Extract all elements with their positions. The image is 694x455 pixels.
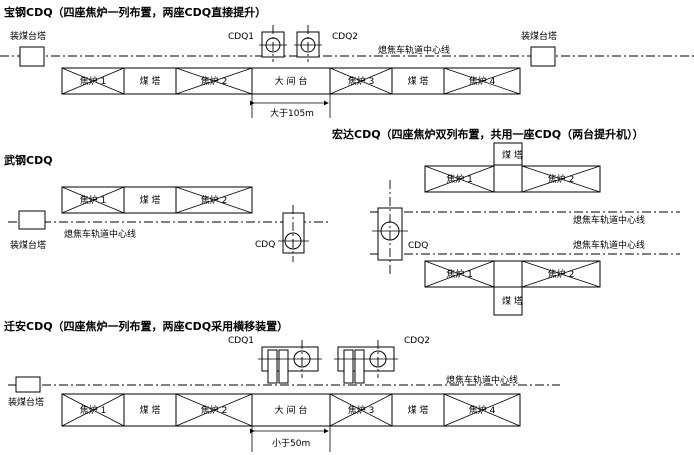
- row4-label-3: 大 间 台: [275, 404, 308, 416]
- row4-cross-2-1: [175, 393, 253, 427]
- row4-cross-4-1: [329, 393, 393, 427]
- battery-row-2: 焦炉 1 煤 塔 焦炉 2: [61, 186, 253, 214]
- centerline-3b-label: 熄焦车轨道中心线: [573, 239, 645, 251]
- centerline-label-4: 熄焦车轨道中心线: [446, 374, 518, 386]
- row3top-cross-0-1: [424, 165, 495, 193]
- cdq-label-2: CDQ: [255, 240, 275, 250]
- battery-row-3-top: 焦炉 1 焦炉 2: [424, 164, 601, 193]
- row4-cross-0-1: [61, 393, 125, 427]
- row3top-cross-1-1: [521, 165, 601, 193]
- top-coal-tower-body: [493, 164, 523, 193]
- row1-label-2: 焦炉 2: [201, 75, 228, 87]
- bottom-coal-tower-label: 煤 塔: [502, 295, 523, 307]
- dim-4-label: 小于50m: [272, 438, 310, 449]
- row1-cell-3: [251, 67, 331, 95]
- section-4-title: 迁安CDQ（四座焦炉一列布置，两座CDQ采用横移装置）: [4, 319, 288, 333]
- section-qian-an: 迁安CDQ（四座焦炉一列布置，两座CDQ采用横移装置） 熄焦车轨道中心线 装煤台…: [4, 319, 560, 452]
- row1-cross-6-1: [443, 67, 521, 95]
- row4-label-4: 焦炉 3: [348, 404, 375, 416]
- loading-tower-4-label: 装煤台塔: [8, 396, 44, 408]
- row3bot-label-1: 焦炉 2: [548, 268, 575, 280]
- loading-tower-2-label: 装煤台塔: [10, 239, 46, 251]
- centerline-label-1: 熄焦车轨道中心线: [378, 44, 450, 56]
- row3bot-cross-1-1: [521, 260, 601, 288]
- cdq2-label: CDQ2: [332, 32, 358, 42]
- loading-tower-left-label: 装煤台塔: [10, 30, 46, 42]
- row1-label-6: 焦炉 4: [469, 75, 496, 87]
- cdq-label-3: CDQ: [408, 241, 428, 251]
- section-2-title: 武钢CDQ: [4, 153, 53, 167]
- section-wisco: 武钢CDQ 焦炉 1 煤 塔 焦炉 2 熄焦车轨道中心线 装煤台塔 CDQ: [4, 153, 330, 262]
- battery-row-3-bottom: 焦炉 1 焦炉 2: [424, 260, 601, 288]
- row1-cross-4-1: [329, 67, 393, 95]
- bottom-coal-tower-body: [493, 260, 523, 288]
- cdq1-shift-car-a: [267, 349, 278, 384]
- cdq2-shift-car-b: [354, 349, 365, 384]
- row2-cross-2-1: [175, 186, 253, 214]
- section-1-title: 宝钢CDQ（四座焦炉一列布置，两座CDQ直接提升）: [4, 5, 266, 19]
- row3bot-cross-0-1: [424, 260, 495, 288]
- row2-label-2: 焦炉 2: [201, 194, 228, 206]
- section-3-title: 宏达CDQ（四座焦炉双列布置，共用一座CDQ（两台提升机））: [332, 127, 644, 141]
- row3bot-label-0: 焦炉 1: [446, 268, 473, 280]
- row2-label-1: 煤 塔: [140, 194, 161, 206]
- row2-label-0: 焦炉 1: [80, 194, 107, 206]
- cdq1-label: CDQ1: [228, 32, 254, 42]
- row4-label-5: 煤 塔: [408, 404, 429, 416]
- loading-tower-right: [530, 46, 556, 67]
- row3top-label-0: 焦炉 1: [446, 173, 473, 185]
- row1-cross-2-1: [175, 67, 253, 95]
- row1-label-4: 焦炉 3: [348, 75, 375, 87]
- row4-label-6: 焦炉 4: [469, 404, 496, 416]
- row1-label-1: 煤 塔: [140, 75, 161, 87]
- row1-cell-1: [123, 67, 177, 95]
- cdq1-shift-car-b: [278, 349, 289, 384]
- battery-row-1: 焦炉 1 煤 塔 焦炉 2 大 间 台 焦炉 3 煤 塔 焦炉 4: [61, 67, 521, 95]
- row2-cross-0-1: [61, 186, 125, 214]
- row4-label-1: 煤 塔: [140, 404, 161, 416]
- row4-cross-6-1: [443, 393, 521, 427]
- row4-cell-1: [123, 393, 177, 427]
- section-baosteel: 宝钢CDQ（四座焦炉一列布置，两座CDQ直接提升） 熄焦车轨道中心线 装煤台塔 …: [0, 5, 694, 119]
- top-coal-tower-label: 煤 塔: [502, 149, 523, 161]
- loading-tower-2: [18, 210, 46, 230]
- cdq1-label-4: CDQ1: [228, 336, 254, 346]
- cdq2-shift-car-a: [343, 349, 354, 384]
- row1-cross-0-1: [61, 67, 125, 95]
- battery-row-4: 焦炉 1 煤 塔 焦炉 2 大 间 台 焦炉 3 煤 塔 焦炉 4: [61, 393, 521, 427]
- centerline-3a-label: 熄焦车轨道中心线: [573, 214, 645, 226]
- bottom-coal-tower-lower: [493, 286, 523, 316]
- loading-tower-right-label: 装煤台塔: [521, 30, 557, 42]
- row4-label-2: 焦炉 2: [201, 404, 228, 416]
- loading-tower-left: [19, 46, 45, 67]
- row1-label-3: 大 间 台: [275, 75, 308, 87]
- centerline-label-2: 熄焦车轨道中心线: [64, 228, 136, 240]
- row4-cell-5: [391, 393, 445, 427]
- loading-tower-4: [15, 376, 41, 393]
- cdq2-label-4: CDQ2: [404, 336, 430, 346]
- row1-label-0: 焦炉 1: [80, 75, 107, 87]
- row4-label-0: 焦炉 1: [80, 404, 107, 416]
- row3top-label-1: 焦炉 2: [548, 173, 575, 185]
- dim-1-label: 大于105m: [270, 107, 314, 119]
- row1-label-5: 煤 塔: [408, 75, 429, 87]
